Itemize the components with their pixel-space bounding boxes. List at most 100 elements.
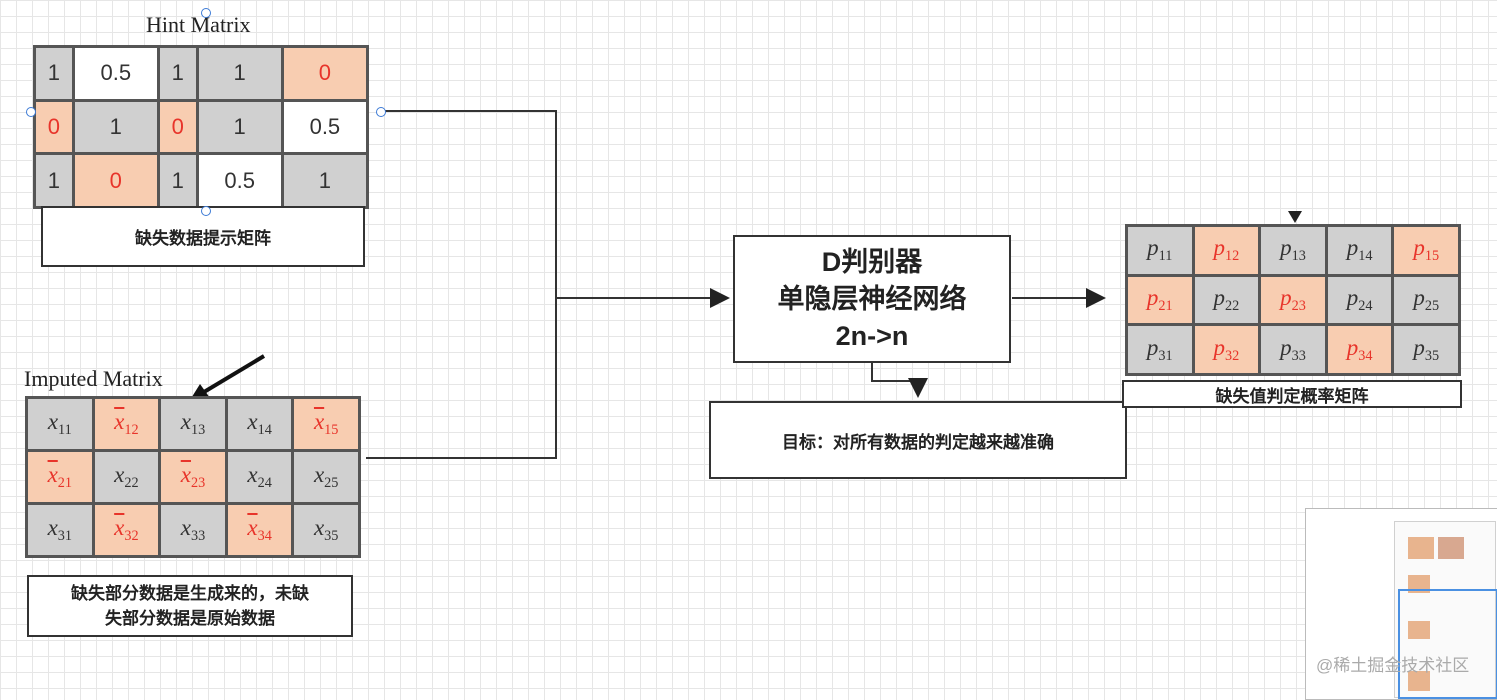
matrix-cell: p22 — [1191, 273, 1262, 327]
cell-symbol: p — [1413, 334, 1425, 360]
matrix-cell: 0 — [156, 98, 199, 156]
matrix-cell: 1 — [195, 45, 284, 102]
prob-top-arrow — [1288, 211, 1302, 223]
matrix-cell: p25 — [1391, 273, 1461, 327]
matrix-cell: 0.5 — [280, 98, 370, 156]
matrix-cell: 0.5 — [71, 45, 160, 102]
cell-symbol: p — [1413, 284, 1425, 310]
selection-handle[interactable] — [201, 206, 211, 216]
cell-symbol: p — [1280, 235, 1292, 261]
cell-symbol: x — [114, 409, 125, 434]
matrix-cell: p33 — [1258, 323, 1328, 376]
minimap-thumb — [1408, 671, 1430, 691]
discriminator-title: D判别器 — [821, 246, 923, 277]
matrix-cell: x13 — [158, 396, 228, 452]
cell-index: 15 — [1424, 248, 1440, 265]
d-to-goal-line — [871, 362, 928, 398]
cell-index: 35 — [1424, 347, 1440, 364]
cell-index: 32 — [1225, 347, 1240, 364]
matrix-cell: 1 — [156, 152, 199, 209]
cell-symbol: x — [313, 409, 325, 434]
cell-index: 21 — [57, 474, 73, 491]
caption-line: 缺失部分数据是生成来的，未缺 — [71, 584, 309, 603]
cell-index: 15 — [324, 421, 339, 438]
cell-index: 32 — [124, 527, 139, 544]
cell-symbol: x — [47, 515, 58, 540]
discriminator-box[interactable]: D判别器 单隐层神经网络 2n->n — [733, 235, 1011, 363]
selection-handle[interactable] — [376, 107, 386, 117]
cell-symbol: p — [1213, 334, 1226, 360]
goal-box[interactable]: 目标：对所有数据的判定越来越准确 — [709, 401, 1127, 479]
cell-index: 33 — [1291, 347, 1306, 364]
cell-index: 11 — [1158, 248, 1173, 265]
cell-index: 33 — [190, 527, 206, 544]
matrix-cell: 1 — [280, 152, 370, 209]
cell-symbol: x — [180, 409, 191, 434]
cell-index: 12 — [124, 421, 139, 438]
matrix-cell: x12 — [91, 396, 162, 452]
cell-index: 22 — [124, 474, 139, 491]
cell-index: 22 — [1225, 297, 1240, 314]
minimap-selection — [1398, 589, 1497, 699]
matrix-cell: x31 — [25, 502, 95, 558]
matrix-cell: p14 — [1324, 224, 1395, 277]
matrix-cell: 0 — [33, 98, 75, 156]
matrix-cell: p35 — [1391, 323, 1461, 376]
cell-symbol: x — [313, 462, 325, 487]
cell-symbol: p — [1346, 284, 1359, 310]
matrix-cell: p13 — [1258, 224, 1328, 277]
matrix-cell: 0 — [280, 45, 370, 102]
cell-index: 24 — [1358, 297, 1373, 314]
cell-symbol: x — [247, 515, 258, 540]
selection-handle[interactable] — [26, 107, 36, 117]
cell-symbol: x — [114, 462, 125, 487]
cell-symbol: x — [180, 515, 191, 540]
matrix-cell: 1 — [195, 98, 284, 156]
cell-index: 24 — [257, 474, 272, 491]
cell-index: 14 — [1358, 248, 1373, 265]
cell-symbol: x — [313, 515, 325, 540]
cell-index: 25 — [1424, 297, 1440, 314]
cell-index: 34 — [1358, 347, 1373, 364]
selection-handle[interactable] — [201, 8, 211, 18]
matrix-cell: x23 — [158, 449, 228, 505]
cell-index: 35 — [324, 527, 339, 544]
cell-index: 11 — [58, 421, 72, 438]
matrix-cell: 1 — [156, 45, 199, 102]
cell-symbol: p — [1146, 284, 1159, 310]
matrix-cell: p12 — [1191, 224, 1262, 277]
cell-symbol: p — [1146, 334, 1159, 360]
watermark: @稀土掘金技术社区 — [1316, 656, 1470, 675]
matrix-cell: p32 — [1191, 323, 1262, 376]
hint-to-d-line — [381, 110, 730, 308]
cell-symbol: x — [247, 462, 258, 487]
cell-symbol: p — [1346, 235, 1359, 261]
cell-symbol: p — [1346, 334, 1359, 360]
matrix-cell: 0 — [71, 152, 160, 209]
cell-symbol: p — [1213, 284, 1226, 310]
minimap-thumb — [1408, 575, 1430, 593]
matrix-cell: p24 — [1324, 273, 1395, 327]
probability-matrix-caption: 缺失值判定概率矩阵 — [1122, 380, 1462, 408]
matrix-cell: x15 — [291, 396, 361, 452]
cell-index: 31 — [1158, 347, 1173, 364]
cell-index: 23 — [190, 474, 206, 491]
minimap[interactable] — [1305, 508, 1497, 700]
cell-index: 34 — [257, 527, 272, 544]
cell-symbol: p — [1213, 235, 1226, 261]
cell-index: 12 — [1225, 248, 1240, 265]
matrix-cell: x22 — [91, 449, 162, 505]
cell-symbol: p — [1280, 334, 1292, 360]
cell-symbol: x — [247, 409, 258, 434]
